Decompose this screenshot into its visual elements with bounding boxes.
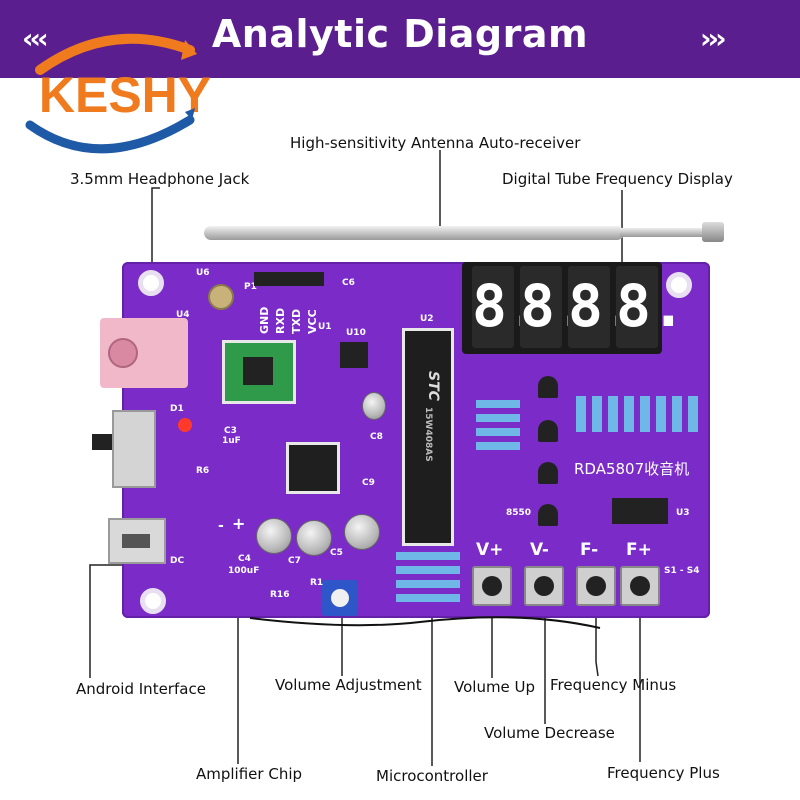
keshy-logo: KESHY	[25, 33, 211, 154]
voltage-regulator	[340, 342, 368, 368]
chip-u3	[612, 498, 668, 524]
mount-hole	[666, 272, 692, 298]
capacitor-c7	[296, 520, 332, 556]
label-tube-display: Digital Tube Frequency Display	[502, 170, 733, 188]
headphone-jack	[100, 318, 188, 388]
silk-u4: U4	[176, 310, 190, 320]
led-d1	[178, 418, 192, 432]
silk-minus: -	[218, 518, 224, 534]
silk-c6: C6	[342, 278, 355, 288]
resistor-bank	[576, 390, 700, 438]
capacitor-c5	[344, 514, 380, 550]
frequency-minus-button[interactable]	[576, 566, 616, 606]
label-volume-decrease: Volume Decrease	[484, 724, 615, 742]
resistor-bank-left	[476, 400, 522, 450]
capacitor-c8	[362, 392, 386, 420]
silk-dc: DC	[170, 556, 185, 566]
silk-1uf: 1uF	[222, 436, 241, 446]
silk-c3: C3	[224, 426, 237, 436]
silk-c9: C9	[362, 478, 375, 488]
chevrons-right-icon: ›››	[700, 22, 727, 55]
label-android-interface: Android Interface	[76, 680, 206, 698]
silk-plus: +	[232, 514, 246, 533]
silk-u6: U6	[196, 268, 210, 278]
frequency-plus-button[interactable]	[620, 566, 660, 606]
button-label-frequency-plus: F+	[626, 540, 652, 560]
screw-terminal	[208, 284, 234, 310]
button-label-volume-down: V-	[530, 540, 549, 560]
silk-100uf: 100uF	[228, 566, 260, 576]
silk-u1: U1	[318, 322, 332, 332]
amplifier-chip	[286, 442, 340, 494]
silk-p1: P1	[244, 282, 257, 292]
mount-hole	[138, 270, 164, 296]
button-label-volume-up: V+	[476, 540, 504, 560]
button-range-label: S1 - S4	[664, 566, 700, 576]
transistor-q	[538, 376, 558, 398]
resistor-array	[396, 552, 464, 604]
silk-c4: C4	[238, 554, 251, 564]
module-label: RDA5807收音机	[574, 460, 690, 478]
label-headphone-jack: 3.5mm Headphone Jack	[70, 170, 250, 188]
transistor-q	[538, 462, 558, 484]
microcontroller-chip: STC 15W408AS	[402, 328, 454, 546]
silk-c7: C7	[288, 556, 301, 566]
button-label-frequency-minus: F-	[580, 540, 599, 560]
silk-d1: D1	[170, 404, 184, 414]
transistor-q	[538, 504, 558, 526]
silk-u3: U3	[676, 508, 690, 518]
volume-up-button[interactable]	[472, 566, 512, 606]
label-antenna: High-sensitivity Antenna Auto-receiver	[290, 134, 581, 152]
capacitor-c4	[256, 518, 292, 554]
android-interface-port	[108, 518, 166, 564]
label-amplifier-chip: Amplifier Chip	[196, 765, 303, 783]
silk-8550: 8550	[506, 508, 532, 518]
radio-module	[222, 340, 296, 404]
label-frequency-plus: Frequency Plus	[607, 764, 720, 782]
volume-down-button[interactable]	[524, 566, 564, 606]
silk-c8: C8	[370, 432, 383, 442]
silk-r6: R6	[196, 466, 210, 476]
pin-header	[254, 272, 324, 286]
power-switch[interactable]	[92, 410, 156, 488]
page-title: Analytic Diagram	[211, 12, 589, 56]
volume-potentiometer[interactable]	[322, 580, 358, 616]
mount-hole	[140, 588, 166, 614]
silk-u10: U10	[346, 328, 366, 338]
silk-r16: R16	[270, 590, 290, 600]
brand-text: KESHY	[39, 67, 211, 123]
label-frequency-minus: Frequency Minus	[550, 676, 677, 694]
label-microcontroller: Microcontroller	[376, 767, 488, 785]
silk-u2: U2	[420, 314, 434, 324]
silk-c5: C5	[330, 548, 343, 558]
label-volume-up: Volume Up	[454, 678, 536, 696]
transistor-q	[538, 420, 558, 442]
label-volume-adjustment: Volume Adjustment	[275, 676, 422, 694]
chevrons-left-icon: ‹‹‹	[22, 22, 49, 55]
antenna	[204, 222, 724, 244]
silk-r1: R1	[310, 578, 324, 588]
